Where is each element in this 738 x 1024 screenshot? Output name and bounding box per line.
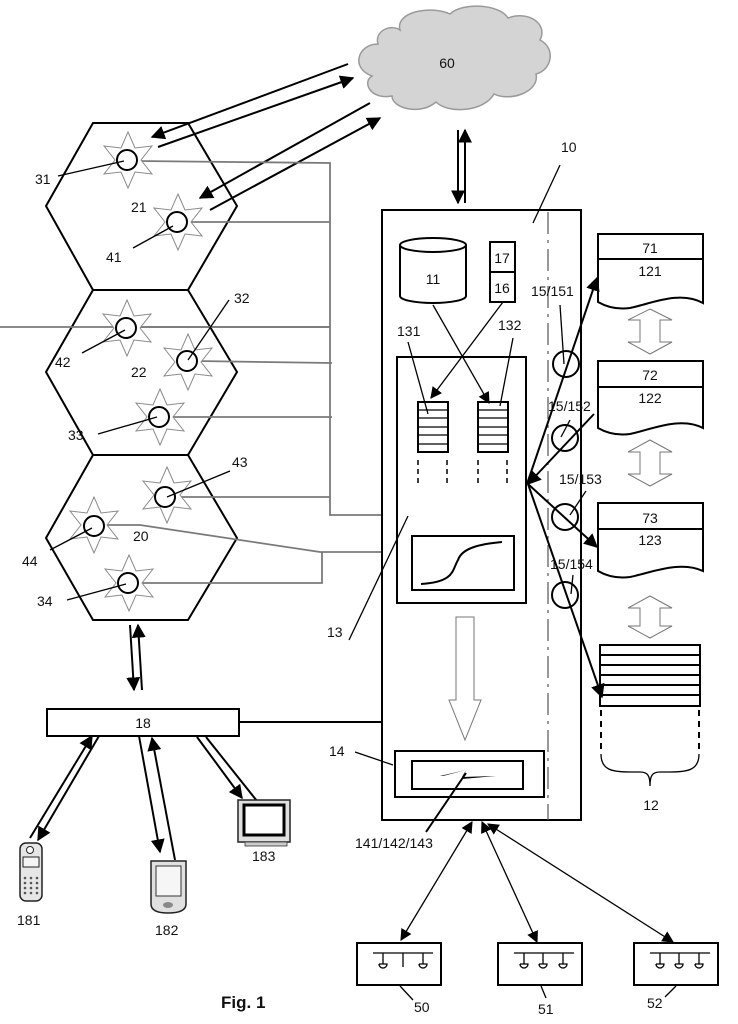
label-31: 31 <box>35 171 51 187</box>
pda-182: 182 <box>150 860 187 938</box>
cell-hexagons <box>44 122 239 621</box>
label-17: 17 <box>494 250 510 266</box>
label-44: 44 <box>22 553 38 569</box>
label-72: 72 <box>642 367 658 383</box>
cloud-network: 60 <box>358 5 551 111</box>
monitor-183: 183 <box>237 799 291 864</box>
storage-stack-12: 12 <box>599 644 701 813</box>
processor-13: 131 132 13 <box>327 301 527 641</box>
sensor-nodes <box>69 131 213 612</box>
label-42: 42 <box>55 354 71 370</box>
doc-73-123: 73 123 <box>597 502 704 579</box>
label-34: 34 <box>37 593 53 609</box>
system-10: 10 <box>381 139 582 821</box>
label-60: 60 <box>439 55 455 71</box>
label-122: 122 <box>638 390 662 406</box>
database-11: 11 <box>399 237 467 304</box>
label-71: 71 <box>642 240 658 256</box>
label-182: 182 <box>155 922 179 938</box>
label-20: 20 <box>133 528 149 544</box>
queue-131 <box>417 401 449 485</box>
label-32: 32 <box>234 290 250 306</box>
label-18: 18 <box>135 715 151 731</box>
queue-132 <box>477 401 509 485</box>
label-21: 21 <box>131 199 147 215</box>
label-121: 121 <box>638 263 662 279</box>
blocks-17-16: 17 16 <box>489 241 516 303</box>
label-10: 10 <box>561 139 577 155</box>
label-123: 123 <box>638 532 662 548</box>
sensor-labels: 31 21 41 32 42 22 33 43 44 20 34 <box>22 160 250 609</box>
label-11: 11 <box>426 271 441 287</box>
cell-gateway-links <box>126 623 146 692</box>
interfaces-15: 15/151 15/152 15/153 15/154 <box>526 276 605 699</box>
label-15-151: 15/151 <box>531 283 574 299</box>
label-43: 43 <box>232 454 248 470</box>
label-15-154: 15/154 <box>550 556 593 572</box>
label-12: 12 <box>643 797 659 813</box>
doc-71-121: 71 121 <box>597 233 704 310</box>
gateway-18: 18 <box>46 708 382 737</box>
terminal-52: 52 <box>633 942 719 1011</box>
terminal-50: 50 <box>356 942 442 1015</box>
output-unit-14: 141/142/143 14 <box>329 743 545 851</box>
label-33: 33 <box>68 427 84 443</box>
doc-72-122: 72 122 <box>597 360 704 436</box>
label-51: 51 <box>538 1001 554 1017</box>
label-16: 16 <box>494 280 510 296</box>
label-41: 41 <box>106 249 122 265</box>
label-13: 13 <box>327 624 343 640</box>
device-links <box>29 734 258 861</box>
label-131: 131 <box>397 323 421 339</box>
label-22: 22 <box>131 364 147 380</box>
label-15-152: 15/152 <box>548 398 591 414</box>
storage-docs: 71 121 72 122 73 123 12 <box>597 233 704 813</box>
flow-arrow-down <box>448 616 482 742</box>
terminal-51: 51 <box>497 942 583 1017</box>
figure-caption: Fig. 1 <box>221 993 265 1012</box>
label-52: 52 <box>647 995 663 1011</box>
label-181: 181 <box>17 912 41 928</box>
label-73: 73 <box>642 510 658 526</box>
label-183: 183 <box>252 848 276 864</box>
mobile-phone-181: 181 <box>17 842 43 928</box>
label-50: 50 <box>414 999 430 1015</box>
label-15-153: 15/153 <box>559 471 602 487</box>
label-141-142-143: 141/142/143 <box>355 835 433 851</box>
terminal-links <box>400 820 674 944</box>
sensor-wiring <box>0 160 383 584</box>
label-132: 132 <box>498 317 522 333</box>
cloud-links <box>150 63 472 211</box>
label-14: 14 <box>329 743 345 759</box>
